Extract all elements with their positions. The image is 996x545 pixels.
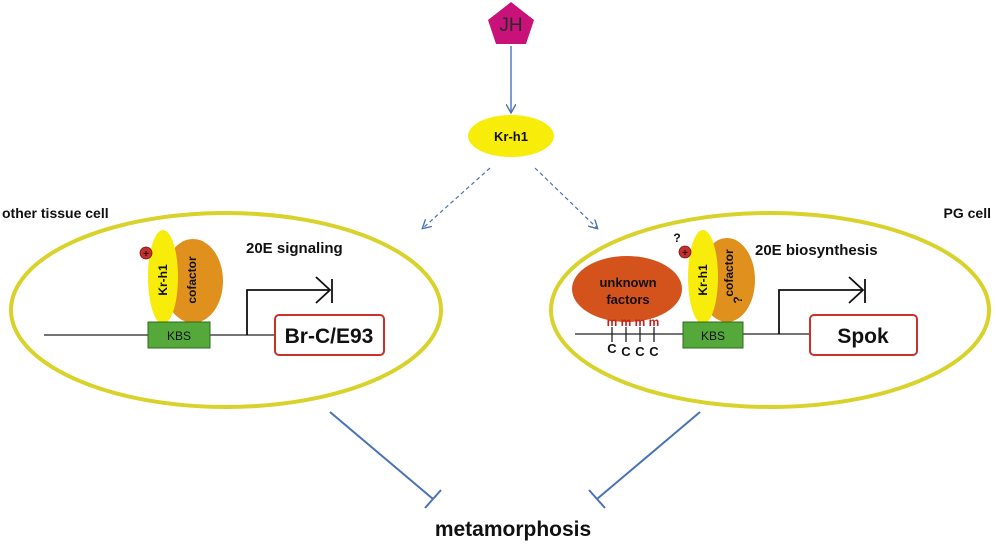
left-gene-label: Br-C/E93 bbox=[285, 325, 374, 348]
right-promoter-arrow bbox=[778, 289, 863, 334]
methyl-mark-1: m bbox=[607, 315, 618, 329]
left-kbs-box bbox=[147, 321, 211, 349]
metamorphosis-label: metamorphosis bbox=[435, 518, 591, 541]
right-cofactor-label: cofactor bbox=[722, 249, 736, 297]
left-krh1 bbox=[148, 230, 178, 324]
krh1-label: Kr-h1 bbox=[494, 129, 528, 144]
unknown-factors-line2: factors bbox=[606, 292, 649, 307]
unknown-factors-line1: unknown bbox=[599, 275, 656, 290]
cpg-c-3: C bbox=[635, 344, 645, 359]
right-phospho-sign: + bbox=[682, 248, 688, 259]
jh-label: JH bbox=[499, 15, 522, 36]
krh1-ellipse bbox=[468, 115, 554, 157]
left-promoter-arrow bbox=[246, 289, 330, 335]
left-phospho-mark bbox=[139, 246, 153, 260]
left-cell-title: other tissue cell bbox=[2, 205, 109, 221]
left-gene-box bbox=[274, 314, 385, 356]
left-signal-label: 20E signaling bbox=[246, 240, 343, 257]
right-krh1 bbox=[688, 230, 718, 324]
right-cell-title: PG cell bbox=[944, 205, 991, 221]
right-cell-membrane bbox=[549, 211, 991, 409]
unknown-factors bbox=[572, 256, 682, 322]
right-promoter-arrowhead bbox=[848, 276, 865, 304]
left-promoter-arrowhead bbox=[315, 276, 332, 304]
jh-hormone: JH bbox=[488, 2, 534, 44]
krh1-to-right-cell-arrow bbox=[534, 167, 597, 228]
cpg-c-4: C bbox=[649, 344, 659, 359]
methyl-mark-2: m bbox=[621, 315, 632, 329]
cpg-c-1: C bbox=[607, 341, 617, 356]
left-cell: other tissue cell cofactor Kr-h1 + KBS 2… bbox=[2, 205, 443, 409]
left-cofactor-label: cofactor bbox=[185, 256, 199, 304]
right-inhibition bbox=[588, 411, 701, 509]
left-phospho-sign: + bbox=[143, 249, 149, 260]
methyl-mark-4: m bbox=[649, 315, 660, 329]
cpg-c-2: C bbox=[621, 344, 631, 359]
methyl-mark-3: m bbox=[635, 315, 646, 329]
cpg-labels: C C C C bbox=[607, 341, 659, 359]
krh1-factor: Kr-h1 bbox=[468, 115, 554, 157]
right-phospho-question: ? bbox=[673, 231, 680, 245]
right-cofactor-question: ? bbox=[731, 296, 745, 303]
jh-pentagon-shape bbox=[488, 2, 534, 44]
right-cell: PG cell unknown factors m m m m C C C C … bbox=[549, 205, 991, 409]
right-krh1-label: Kr-h1 bbox=[696, 264, 710, 296]
right-phospho-mark bbox=[678, 245, 692, 259]
left-cell-membrane bbox=[9, 211, 443, 409]
left-inhibition bbox=[329, 411, 442, 509]
methylation-marks: m m m m bbox=[607, 315, 660, 342]
krh1-to-left-cell-arrow bbox=[423, 167, 491, 228]
left-kbs-label: KBS bbox=[167, 329, 191, 343]
right-gene-label: Spok bbox=[837, 325, 889, 348]
right-signal-label: 20E biosynthesis bbox=[755, 242, 878, 259]
right-kbs-box bbox=[682, 321, 744, 349]
right-kbs-label: KBS bbox=[701, 329, 725, 343]
left-krh1-label: Kr-h1 bbox=[156, 264, 170, 296]
left-cofactor bbox=[163, 239, 223, 323]
right-gene-box bbox=[809, 314, 918, 356]
